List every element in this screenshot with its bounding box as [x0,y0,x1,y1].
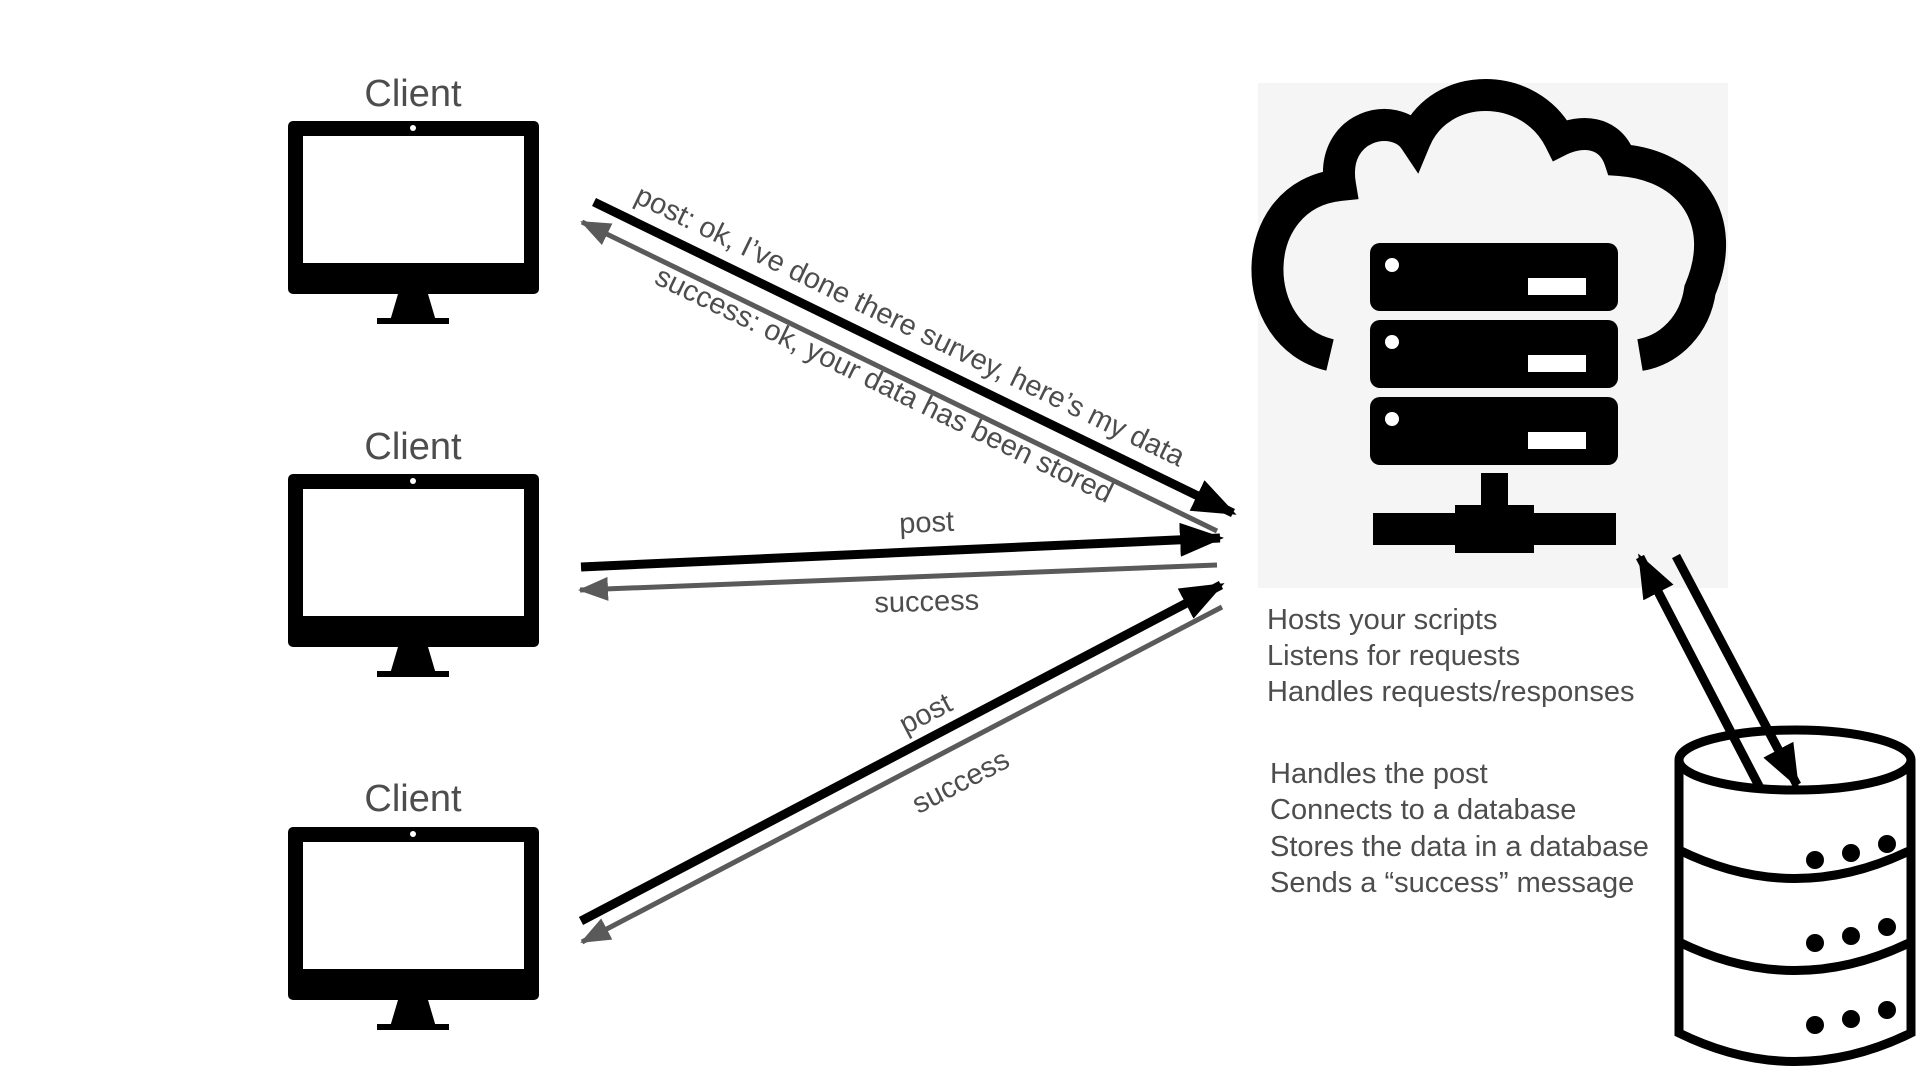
monitor-icon [288,121,539,324]
post-label-client-2: post [898,506,954,540]
post-arrow-client-1 [592,197,1237,518]
success-arrow-client-3 [580,604,1224,945]
db-response-arrow [1636,553,1764,791]
database-icon [1674,725,1916,1066]
client-label: Client [364,778,462,820]
post-label-client-1: post: ok, I’ve done there survey, here’s… [630,180,1190,474]
cloud-server-icon [1251,79,1728,588]
server-note: Handles requests/responses [1267,676,1635,708]
server-note: Listens for requests [1267,640,1520,672]
success-label-client-3: success [907,744,1015,821]
post-handling-notes: Handles the post Connects to a database … [1270,758,1649,899]
post-handling-note: Sends a “success” message [1270,867,1634,899]
post-handling-note: Connects to a database [1270,794,1576,826]
db-request-arrow [1672,553,1801,789]
server-notes: Hosts your scripts Listens for requests … [1267,604,1635,708]
client-label: Client [364,73,462,115]
post-arrow-client-3 [578,581,1225,925]
server-note: Hosts your scripts [1267,604,1497,636]
client-1: Client [288,73,539,324]
post-arrow-client-2 [580,522,1224,572]
success-arrow-client-2 [578,562,1218,601]
post-handling-note: Stores the data in a database [1270,831,1649,863]
client-3: Client [288,778,539,1030]
client-2: Client [288,426,539,677]
monitor-icon [288,474,539,677]
post-handling-note: Handles the post [1270,758,1488,790]
success-label-client-2: success [874,585,980,620]
monitor-icon [288,827,539,1030]
success-arrow-client-1 [580,219,1219,534]
client-label: Client [364,426,462,468]
